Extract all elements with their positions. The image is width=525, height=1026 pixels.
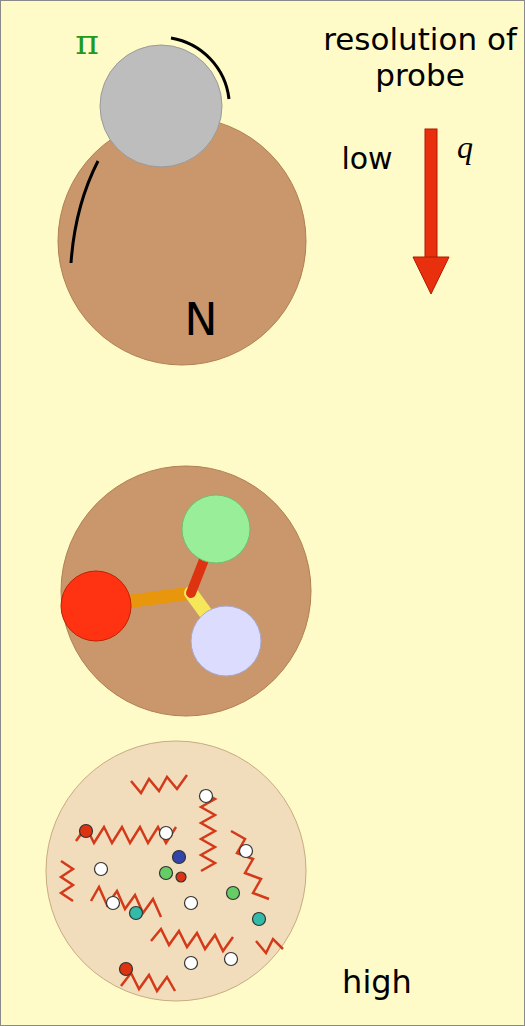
arc-line bbox=[171, 38, 229, 99]
variable-label: q bbox=[457, 129, 473, 166]
scale-label: low bbox=[341, 141, 392, 176]
circle-outline bbox=[99, 44, 223, 168]
arc-line bbox=[71, 161, 98, 263]
quark-nucleon bbox=[61, 466, 311, 716]
node-label: N bbox=[185, 294, 218, 345]
node-label: π bbox=[75, 21, 99, 62]
resolution-arrow bbox=[413, 129, 449, 294]
parton-nucleon bbox=[46, 741, 306, 1001]
scale-label: high bbox=[342, 963, 412, 1001]
axis-title: resolution of probe bbox=[320, 21, 520, 93]
pion-circle: π bbox=[99, 44, 223, 168]
